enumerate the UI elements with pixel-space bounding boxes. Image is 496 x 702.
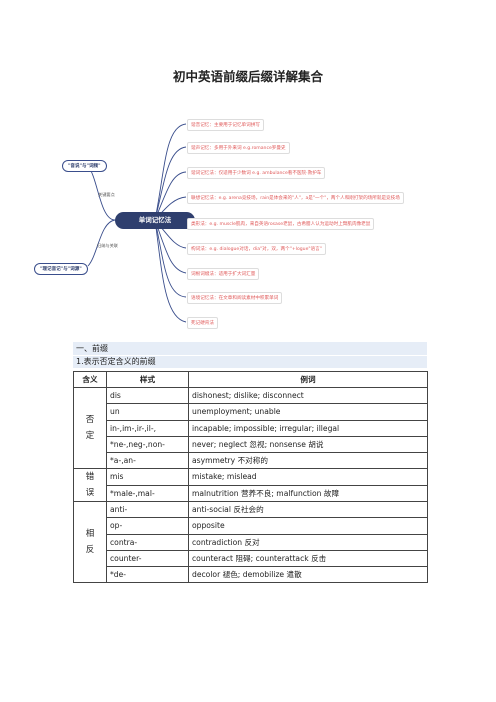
prefix-form: *de- xyxy=(106,565,189,584)
table-row: in-,im-,ir-,il-, incapable; impossible; … xyxy=(74,419,428,437)
mindmap-node: 语境记忆法：在文章和阅读素材中积累单词 xyxy=(187,292,283,304)
mindmap-pill-bottom: "理记音记"与"词源" xyxy=(34,263,88,275)
prefix-examples: asymmetry 不对称的 xyxy=(188,451,428,470)
prefix-form: dis xyxy=(106,387,189,405)
prefix-examples: contradiction 反对 xyxy=(188,533,428,551)
mindmap-node: 谐声记忆：多用于外来词 e.g.romance罗曼史 xyxy=(187,142,290,154)
prefix-examples: mistake; mislead xyxy=(188,468,428,486)
table-row: op- opposite xyxy=(74,517,428,535)
header-form: 样式 xyxy=(106,370,189,389)
table-row: *ne-,neg-,non- never; neglect 忽视; nonsen… xyxy=(74,435,428,453)
prefix-table: 含义 样式 例词 否定 dis dishonest; dislike; disc… xyxy=(73,370,428,584)
section-heading: 一、前缀 xyxy=(73,342,427,355)
mindmap-pill-top: "音说"与"词频" xyxy=(62,160,107,172)
mindmap-node: 死记硬背法 xyxy=(187,317,218,329)
prefix-form: counter- xyxy=(106,549,189,567)
table-row: counter- counteract 阻碍; counterattack 反击 xyxy=(74,549,428,567)
table-row: 否定 dis dishonest; dislike; disconnect xyxy=(73,387,428,470)
prefix-examples: unemployment; unable xyxy=(188,403,428,421)
section-subheading: 1.表示否定含义的前缀 xyxy=(73,356,427,368)
mindmap-node: 谐词记忆法：仅适用于少数词 e.g. ambulance看不医院·救护车 xyxy=(187,167,326,179)
table-row: un unemployment; unable xyxy=(74,403,428,421)
prefix-form: mis xyxy=(106,468,189,486)
prefix-form: in-,im-,ir-,il-, xyxy=(106,419,189,437)
prefix-examples: malnutrition 营养不良; malfunction 故障 xyxy=(188,484,428,503)
table-row: *male-,mal- malnutrition 营养不良; malfuncti… xyxy=(74,484,428,503)
mindmap-label-top: 关键要点 xyxy=(98,192,115,197)
header-meaning: 含义 xyxy=(73,370,107,389)
prefix-form: *male-,mal- xyxy=(106,484,189,503)
mindmap-label-bottom: 归纳与关联 xyxy=(97,243,118,248)
prefix-examples: incapable; impossible; irregular; illega… xyxy=(188,419,428,437)
prefix-examples: decolor 褪色; demobilize 遣散 xyxy=(188,565,428,584)
category-negation: 否定 xyxy=(73,387,107,470)
mindmap-node: 联想记忆法：e.g. arena竞技场，rain是体会来的"人"，a是"一个"，… xyxy=(187,192,404,204)
page-title: 初中英语前缀后缀详解集合 xyxy=(172,69,323,84)
mindmap-node: 谐音记忆：主要用于记忆单词拼写 xyxy=(187,119,264,131)
mindmap-node: 词根词缀法：适用于扩大词汇量 xyxy=(187,268,260,280)
table-row: *de- decolor 褪色; demobilize 遣散 xyxy=(74,565,428,584)
mindmap-center-node: 单词记忆法 xyxy=(115,212,195,229)
category-opposite: 相反 xyxy=(73,501,107,584)
table-row: *a-,an- asymmetry 不对称的 xyxy=(74,451,428,470)
table-row: contra- contradiction 反对 xyxy=(74,533,428,551)
prefix-examples: anti-social 反社会的 xyxy=(188,501,428,519)
mindmap-node: 类形法：e.g. muscle肌肉，来自英语rosase老鼠，古希腊人认为运动时… xyxy=(187,218,375,230)
table-row: 相反 anti- anti-social 反社会的 xyxy=(73,501,428,584)
mindmap-node: 构词法：e.g. dialogue对话，dia"对，双，两个"+logue"语言… xyxy=(187,243,326,255)
prefix-form: anti- xyxy=(106,501,189,519)
prefix-examples: counteract 阻碍; counterattack 反击 xyxy=(188,549,428,567)
table-row: 错误 mis mistake; mislead xyxy=(73,468,428,503)
category-error: 错误 xyxy=(73,468,107,503)
prefix-examples: never; neglect 忽视; nonsense 胡说 xyxy=(188,435,428,453)
prefix-form: contra- xyxy=(106,533,189,551)
table-header-row: 含义 样式 例词 xyxy=(73,370,428,389)
prefix-form: *a-,an- xyxy=(106,451,189,470)
prefix-form: op- xyxy=(106,517,189,535)
prefix-examples: dishonest; dislike; disconnect xyxy=(188,387,428,405)
header-examples: 例词 xyxy=(188,370,428,389)
prefix-examples: opposite xyxy=(188,517,428,535)
prefix-form: *ne-,neg-,non- xyxy=(106,435,189,453)
mind-map-connectors xyxy=(87,123,187,323)
prefix-form: un xyxy=(106,403,189,421)
